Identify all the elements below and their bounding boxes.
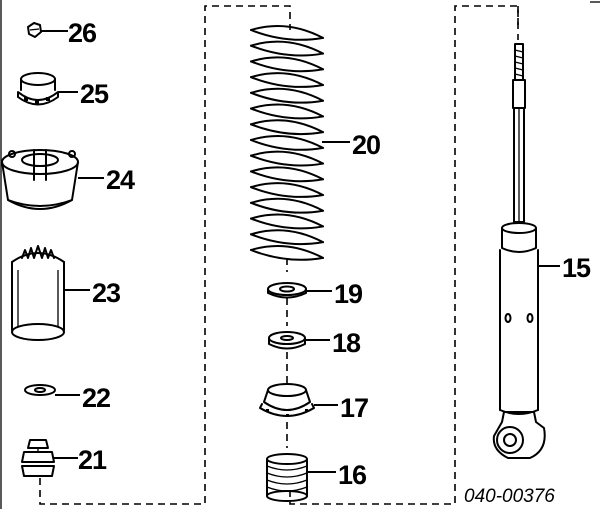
label-19: 19: [334, 279, 363, 309]
drawing-number: 040-00376: [464, 486, 555, 507]
spring-coil-front: [250, 91, 324, 104]
label-20: 20: [352, 130, 380, 160]
spring-coil-back: [250, 244, 324, 259]
part-26-nut: [27, 22, 68, 38]
part-19-seat: [267, 282, 332, 299]
label-24: 24: [106, 165, 135, 195]
spring-coil-front: [250, 249, 324, 261]
spring-coil-back: [250, 40, 324, 55]
spring-coil-front: [250, 217, 324, 230]
spring-coil-back: [250, 72, 324, 86]
spring-coil-front: [250, 139, 324, 151]
label-15: 15: [562, 253, 591, 283]
spring-coil-front: [250, 154, 324, 167]
label-21: 21: [78, 445, 107, 475]
part-labels: 26 25 24 23 22 21 20 19 18 17 16 15: [68, 18, 592, 490]
spring-coil-front: [250, 29, 324, 41]
part-24-upper-mount: [1, 149, 104, 210]
spring-coil-back: [250, 166, 324, 181]
part-23-boot: [11, 245, 90, 341]
label-23: 23: [92, 278, 121, 308]
part-16-bellows: [266, 453, 336, 502]
group-outlines: [39, 5, 519, 505]
spring-coil-front: [250, 201, 324, 214]
spring-coil-back: [250, 213, 324, 228]
part-18-insulator: [268, 331, 330, 350]
spring-coil-front: [250, 233, 324, 246]
spring-coil-back: [250, 229, 324, 244]
label-22: 22: [82, 383, 110, 413]
label-17: 17: [340, 393, 368, 423]
label-25: 25: [80, 79, 109, 109]
part-17-spring-seat: [259, 383, 338, 417]
spring-coil-front: [250, 44, 324, 57]
spring-coil-front: [250, 123, 324, 136]
spring-coil-back: [250, 182, 324, 196]
spring-coil-back: [250, 150, 324, 165]
label-18: 18: [332, 328, 361, 358]
part-22-washer: [24, 384, 80, 396]
part-20-coil-spring: [250, 24, 324, 261]
spring-coil-front: [250, 170, 324, 183]
spring-coil-front: [250, 76, 324, 88]
spring-coil-back: [250, 56, 324, 71]
part-25-stopper-ring: [17, 72, 78, 106]
spring-coil-back: [250, 87, 324, 102]
spring-coil-back: [250, 119, 324, 134]
label-26: 26: [68, 18, 97, 48]
part-15-shock-absorber: [492, 43, 560, 459]
part-21-bump-rubber: [21, 439, 78, 477]
spring-coil-front: [250, 107, 324, 120]
spring-coil-front: [250, 186, 324, 198]
spring-coil-back: [250, 24, 324, 39]
spring-coil-back: [250, 197, 324, 212]
label-16: 16: [338, 460, 367, 490]
spring-coil-back: [250, 103, 324, 118]
spring-coil-front: [250, 60, 324, 73]
spring-coil-back: [250, 134, 324, 149]
